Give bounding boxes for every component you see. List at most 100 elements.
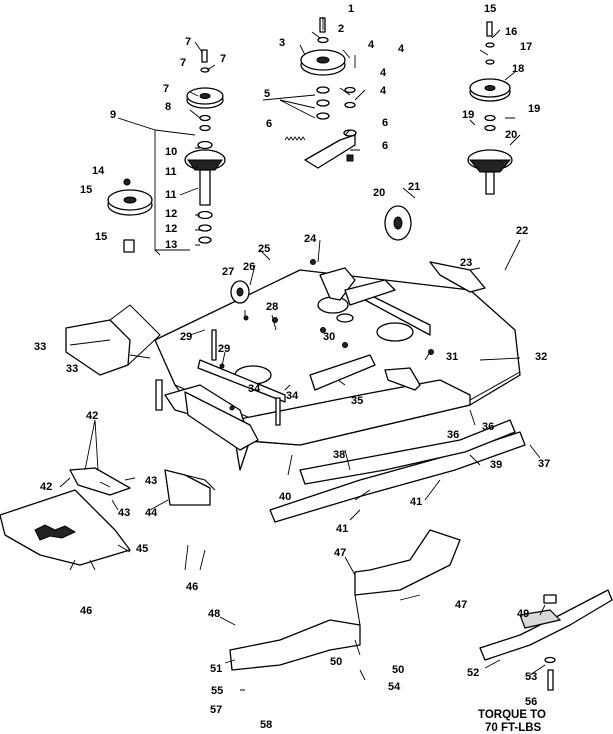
label-7b: 34 bbox=[248, 383, 261, 395]
label-57: 55 bbox=[211, 685, 223, 697]
label-47b: 41 bbox=[336, 523, 348, 535]
belt-cover-10 bbox=[354, 529, 461, 596]
label-41: 8 bbox=[165, 101, 171, 113]
baffle-45 bbox=[299, 419, 516, 485]
label-20b: 31 bbox=[446, 351, 458, 363]
label-40: 19 bbox=[462, 109, 474, 121]
idler-pulley-53 bbox=[230, 280, 250, 304]
torque-note-line1: TORQUE TO bbox=[478, 709, 546, 721]
label-27: 4 bbox=[398, 43, 405, 55]
label-4a: 34 bbox=[286, 390, 299, 402]
label-4d: 43 bbox=[145, 475, 157, 487]
label-6c: 58 bbox=[260, 719, 272, 731]
torque-note-line2: 70 FT-LBS bbox=[485, 722, 542, 734]
label-58: 50 bbox=[392, 664, 404, 676]
idler-pulley-52 bbox=[384, 205, 412, 241]
label-36: 10 bbox=[165, 146, 177, 158]
label-17: 33 bbox=[34, 341, 46, 353]
pulley-29-top bbox=[300, 49, 346, 76]
label-15c: 53 bbox=[525, 671, 537, 683]
spindle-housing-right bbox=[467, 149, 513, 195]
pulley-29-left bbox=[107, 189, 153, 216]
label-8: 44 bbox=[145, 507, 158, 519]
label-19: 22 bbox=[516, 225, 528, 237]
label-7d: 42 bbox=[86, 410, 98, 422]
label-12b: 57 bbox=[210, 704, 222, 716]
label-28: 4 bbox=[368, 39, 375, 51]
label-54: 25 bbox=[258, 243, 270, 255]
label-29: 3 bbox=[279, 37, 285, 49]
pulley-33-right bbox=[469, 78, 511, 102]
label-49: 14 bbox=[92, 165, 105, 177]
label-30: 1 bbox=[348, 3, 354, 15]
label-14: 56 bbox=[525, 696, 537, 708]
label-4c: 42 bbox=[40, 481, 52, 493]
label-46b: 40 bbox=[279, 491, 291, 503]
spring bbox=[284, 136, 306, 141]
label-7a: 28 bbox=[266, 301, 278, 313]
label-12a: 50 bbox=[330, 656, 342, 668]
label-6b: 54 bbox=[388, 681, 401, 693]
label-34b: 20 bbox=[505, 129, 517, 141]
label-22: 6 bbox=[382, 117, 388, 129]
label-39: 13 bbox=[165, 239, 177, 251]
label-34: 9 bbox=[110, 109, 116, 121]
label-24: 4 bbox=[380, 67, 387, 79]
label-52: 20 bbox=[373, 187, 385, 199]
label-56: 24 bbox=[304, 233, 317, 245]
label-33b: 18 bbox=[512, 63, 524, 75]
label-51: 30 bbox=[323, 331, 335, 343]
pulley-33-left bbox=[186, 87, 224, 109]
label-35: 11 bbox=[165, 166, 177, 178]
label-36b: 12 bbox=[165, 208, 177, 220]
label-48: 15 bbox=[95, 231, 107, 243]
label-11b: 48 bbox=[208, 608, 220, 620]
mower-deck bbox=[154, 259, 521, 471]
label-50: 21 bbox=[408, 181, 420, 193]
label-18: 23 bbox=[460, 257, 472, 269]
label-42: 7 bbox=[185, 36, 191, 48]
idler-arm bbox=[304, 134, 356, 169]
label-44: 41 bbox=[410, 496, 422, 508]
label-11a: 47 bbox=[334, 547, 346, 559]
mower-blade bbox=[479, 589, 613, 661]
label-47a: 37 bbox=[538, 458, 550, 470]
label-29b: 15 bbox=[80, 184, 92, 196]
label-25: 4 bbox=[380, 85, 387, 97]
label-55: 26 bbox=[243, 261, 255, 273]
label-2: 45 bbox=[136, 543, 148, 555]
label-20: 29 bbox=[218, 343, 230, 355]
label-15: 7 bbox=[180, 57, 186, 69]
label-6a: 46 bbox=[186, 581, 198, 593]
label-38: 12 bbox=[165, 223, 177, 235]
label-43: 7 bbox=[220, 53, 226, 65]
label-1: 32 bbox=[535, 351, 547, 363]
label-16: 49 bbox=[517, 608, 529, 620]
label-7c: 36 bbox=[447, 429, 459, 441]
baffle-44 bbox=[269, 431, 526, 523]
label-41b: 19 bbox=[528, 103, 540, 115]
label-32: 5 bbox=[264, 88, 270, 100]
spindle-housing-left bbox=[184, 149, 226, 206]
label-42b: 15 bbox=[484, 3, 496, 15]
label-37: 11 bbox=[165, 189, 177, 201]
label-31: 2 bbox=[338, 23, 344, 35]
label-53: 27 bbox=[222, 266, 234, 278]
label-19b: 33 bbox=[66, 363, 78, 375]
label-5: 46 bbox=[80, 605, 92, 617]
label-13: 52 bbox=[467, 667, 479, 679]
label-9: 51 bbox=[210, 663, 222, 675]
label-43b: 17 bbox=[520, 41, 532, 53]
label-10: 47 bbox=[455, 599, 467, 611]
label-26: 6 bbox=[382, 140, 388, 152]
label-50b: 38 bbox=[333, 449, 345, 461]
label-45: 39 bbox=[490, 459, 502, 471]
belt-cover-9 bbox=[229, 619, 361, 671]
label-23: 6 bbox=[266, 118, 272, 130]
label-33: 7 bbox=[163, 83, 169, 95]
label-21: 29 bbox=[180, 331, 192, 343]
label-15b: 16 bbox=[505, 26, 517, 38]
label-4b: 35 bbox=[351, 395, 363, 407]
label-3: 43 bbox=[118, 507, 130, 519]
